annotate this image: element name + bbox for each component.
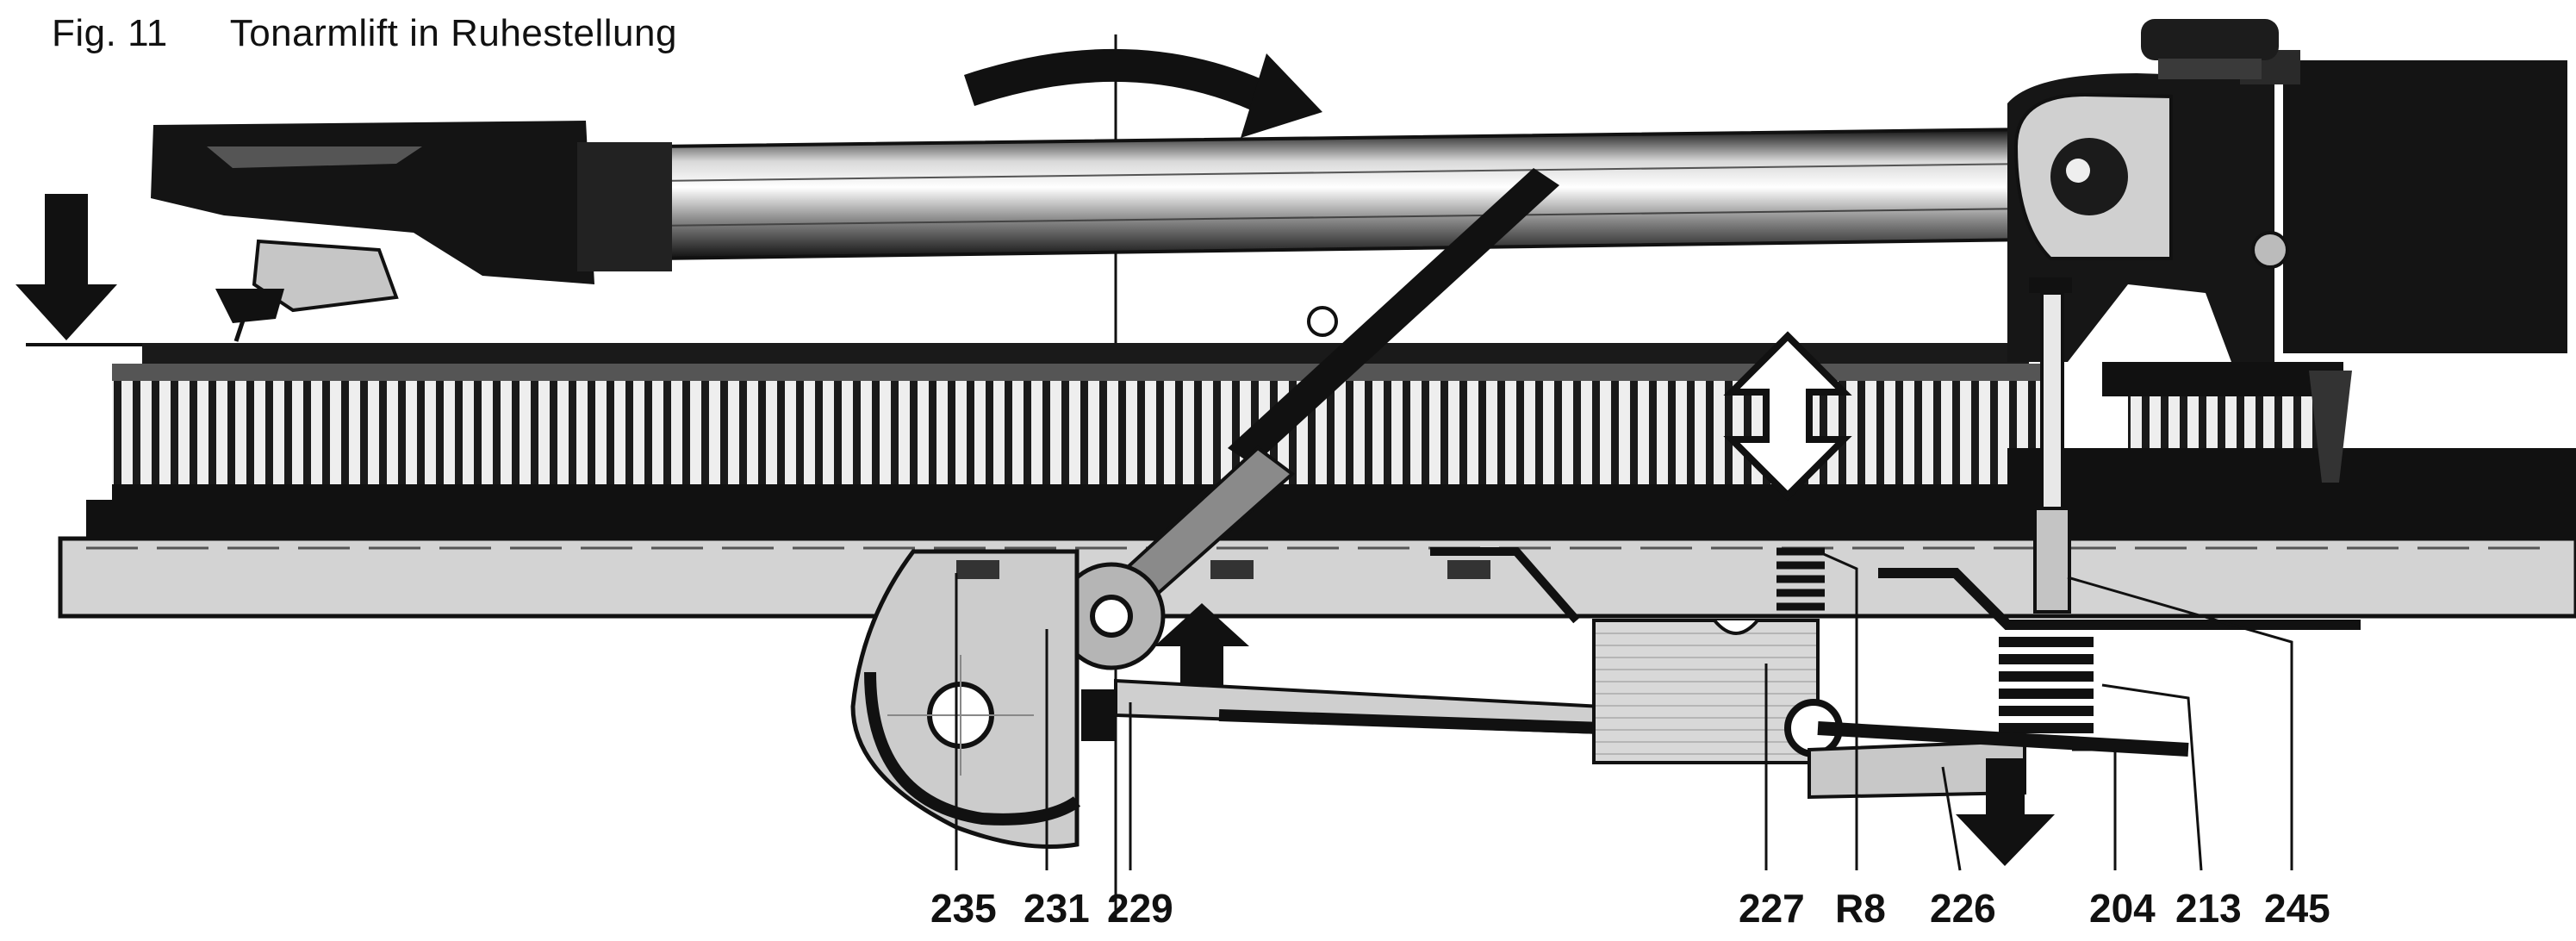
lift-lever-arm — [1808, 568, 2361, 800]
chassis-plate — [58, 500, 2576, 619]
figure-title: Tonarmlift in Ruhestellung — [229, 12, 677, 54]
callout-235: 235 — [930, 886, 997, 931]
callout-213: 213 — [2175, 886, 2242, 931]
lift-springs — [1776, 547, 2094, 733]
figure-caption: Fig. 11 Tonarmlift in Ruhestellung — [52, 12, 677, 55]
lift-rod — [2029, 277, 2072, 614]
lift-lever — [1057, 168, 1559, 670]
slider-block — [1592, 619, 1843, 764]
turntable-platter — [112, 306, 2042, 500]
down-arrow-right — [1956, 758, 2055, 866]
cam-assembly — [850, 549, 1116, 849]
headshell — [151, 121, 672, 342]
down-arrow-left — [16, 194, 146, 346]
tonearm-tube — [653, 127, 2035, 261]
callout-229: 229 — [1107, 886, 1173, 931]
callout-245: 245 — [2264, 886, 2330, 931]
tonearm-pillar — [2007, 19, 2576, 500]
callout-r8: R8 — [1835, 886, 1886, 931]
leader-lines — [955, 550, 2293, 871]
callout-226: 226 — [1930, 886, 1996, 931]
figure-number: Fig. 11 — [52, 12, 168, 54]
up-down-arrow — [1723, 331, 1852, 501]
callout-227: 227 — [1739, 886, 1805, 931]
rotation-arrow — [963, 48, 1322, 138]
callout-231: 231 — [1024, 886, 1090, 931]
callout-204: 204 — [2089, 886, 2156, 931]
chassis-screws — [956, 560, 1490, 579]
up-arrow — [1154, 603, 1249, 715]
callout-labels: 235 231 229 227 R8 226 204 213 245 — [930, 886, 2330, 931]
